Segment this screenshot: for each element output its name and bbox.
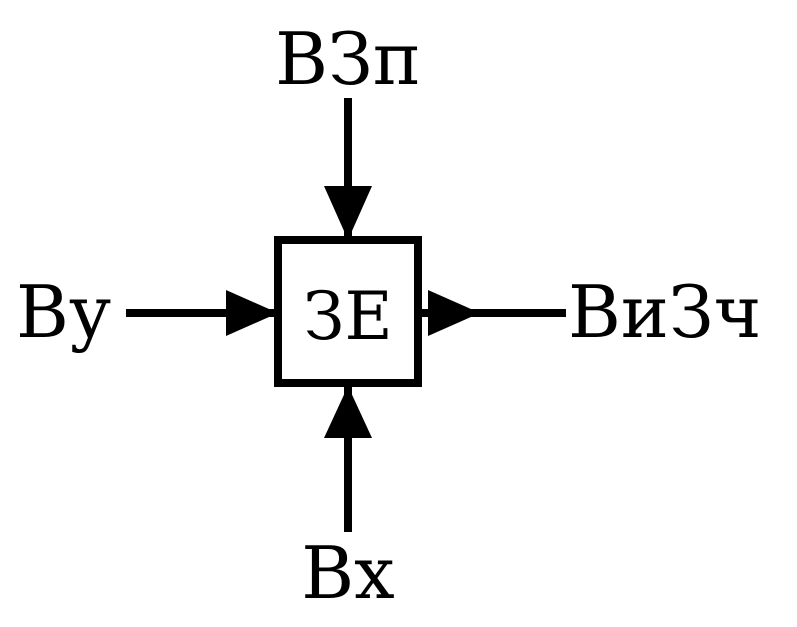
bottom-input-label: Вх [301,531,395,615]
block-label: ЗЕ [303,278,392,355]
left-input-arrowhead [226,290,278,336]
top-input-arrowhead [324,186,372,240]
left-input-label: Ву [16,270,111,354]
right-output-label: ВиЗч [568,270,761,354]
bottom-input-arrowhead [324,386,372,438]
top-input-label: ВЗп [275,17,421,101]
right-output-arrowhead [428,290,480,336]
